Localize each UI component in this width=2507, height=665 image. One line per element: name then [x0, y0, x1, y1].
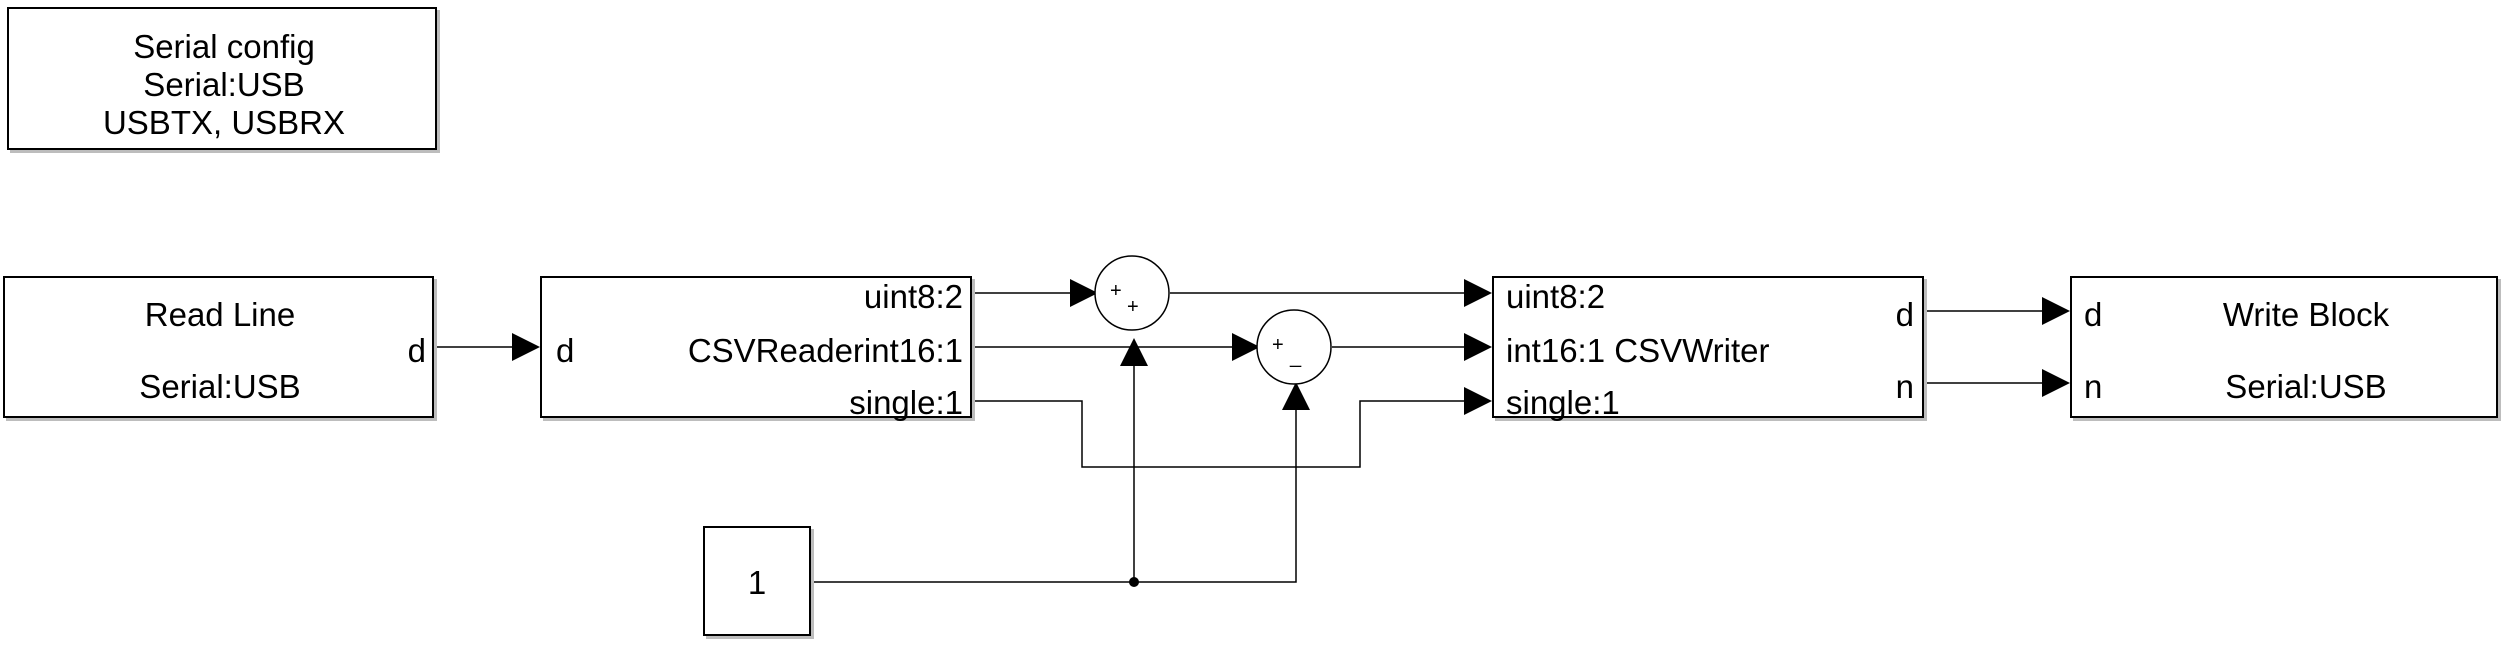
wire-single-route — [972, 400, 1488, 468]
arrow-writer-in1 — [1464, 279, 1492, 307]
csv-reader-out-port-3: single:1 — [849, 384, 963, 421]
csv-writer-in-port-3: single:1 — [1506, 384, 1620, 421]
arrow-writer-in3 — [1464, 387, 1492, 415]
csv-writer-out-port-n: n — [1895, 368, 1914, 405]
arrow-sum-sub-in2 — [1282, 382, 1310, 410]
constant-value: 1 — [747, 564, 767, 601]
write-block[interactable]: d n Write Block Serial:USB — [2070, 276, 2498, 418]
serial-config-line1: Serial config — [133, 28, 315, 65]
read-line-title: Read Line — [144, 296, 296, 333]
csv-writer-block[interactable]: uint8:2 int16:1 CSVWriter single:1 d n — [1492, 276, 1924, 421]
csv-reader-block[interactable]: d uint8:2 CSVReaderint16:1 single:1 — [540, 276, 972, 421]
serial-config-block[interactable]: Serial config Serial:USB USBTX, USBRX — [7, 7, 437, 150]
csv-writer-in-port-1: uint8:2 — [1506, 278, 1606, 315]
arrow-sum-add-in2 — [1120, 338, 1148, 366]
arrow-write-in2 — [2042, 369, 2070, 397]
arrow-writer-in2 — [1464, 333, 1492, 361]
sum-sub-sign-2: _ — [1290, 346, 1302, 368]
serial-config-line3: USBTX, USBRX — [102, 104, 346, 141]
sum-add-block — [1094, 255, 1170, 331]
sum-add-sign-2: + — [1127, 296, 1139, 318]
arrow-sum-add-in1 — [1070, 279, 1098, 307]
read-line-block[interactable]: Read Line Serial:USB d — [3, 276, 434, 418]
csv-reader-in-port: d — [556, 332, 575, 369]
arrow-sum-sub-in1 — [1232, 333, 1260, 361]
constant-block[interactable]: 1 — [703, 526, 811, 636]
arrow-write-in1 — [2042, 297, 2070, 325]
sum-sub-block — [1256, 309, 1332, 385]
branch-point — [1129, 577, 1139, 587]
csv-writer-label: int16:1 CSVWriter — [1506, 332, 1770, 369]
write-block-title: Write Block — [2222, 296, 2390, 333]
write-block-in-port-d: d — [2084, 296, 2103, 333]
csv-reader-name: CSVReaderint16:1 — [687, 332, 963, 369]
write-block-subtitle: Serial:USB — [2225, 368, 2387, 405]
serial-config-line2: Serial:USB — [143, 66, 305, 103]
wire-constant-branch — [811, 410, 1297, 583]
sum-add-sign-1: + — [1110, 280, 1122, 302]
sum-sub-sign-1: + — [1272, 334, 1284, 356]
read-line-subtitle: Serial:USB — [139, 368, 301, 405]
arrow-reader-in — [512, 333, 540, 361]
csv-reader-out-port-1: uint8:2 — [863, 278, 963, 315]
read-line-out-port: d — [407, 332, 426, 369]
csv-writer-out-port-d: d — [1895, 296, 1914, 333]
write-block-in-port-n: n — [2084, 368, 2103, 405]
